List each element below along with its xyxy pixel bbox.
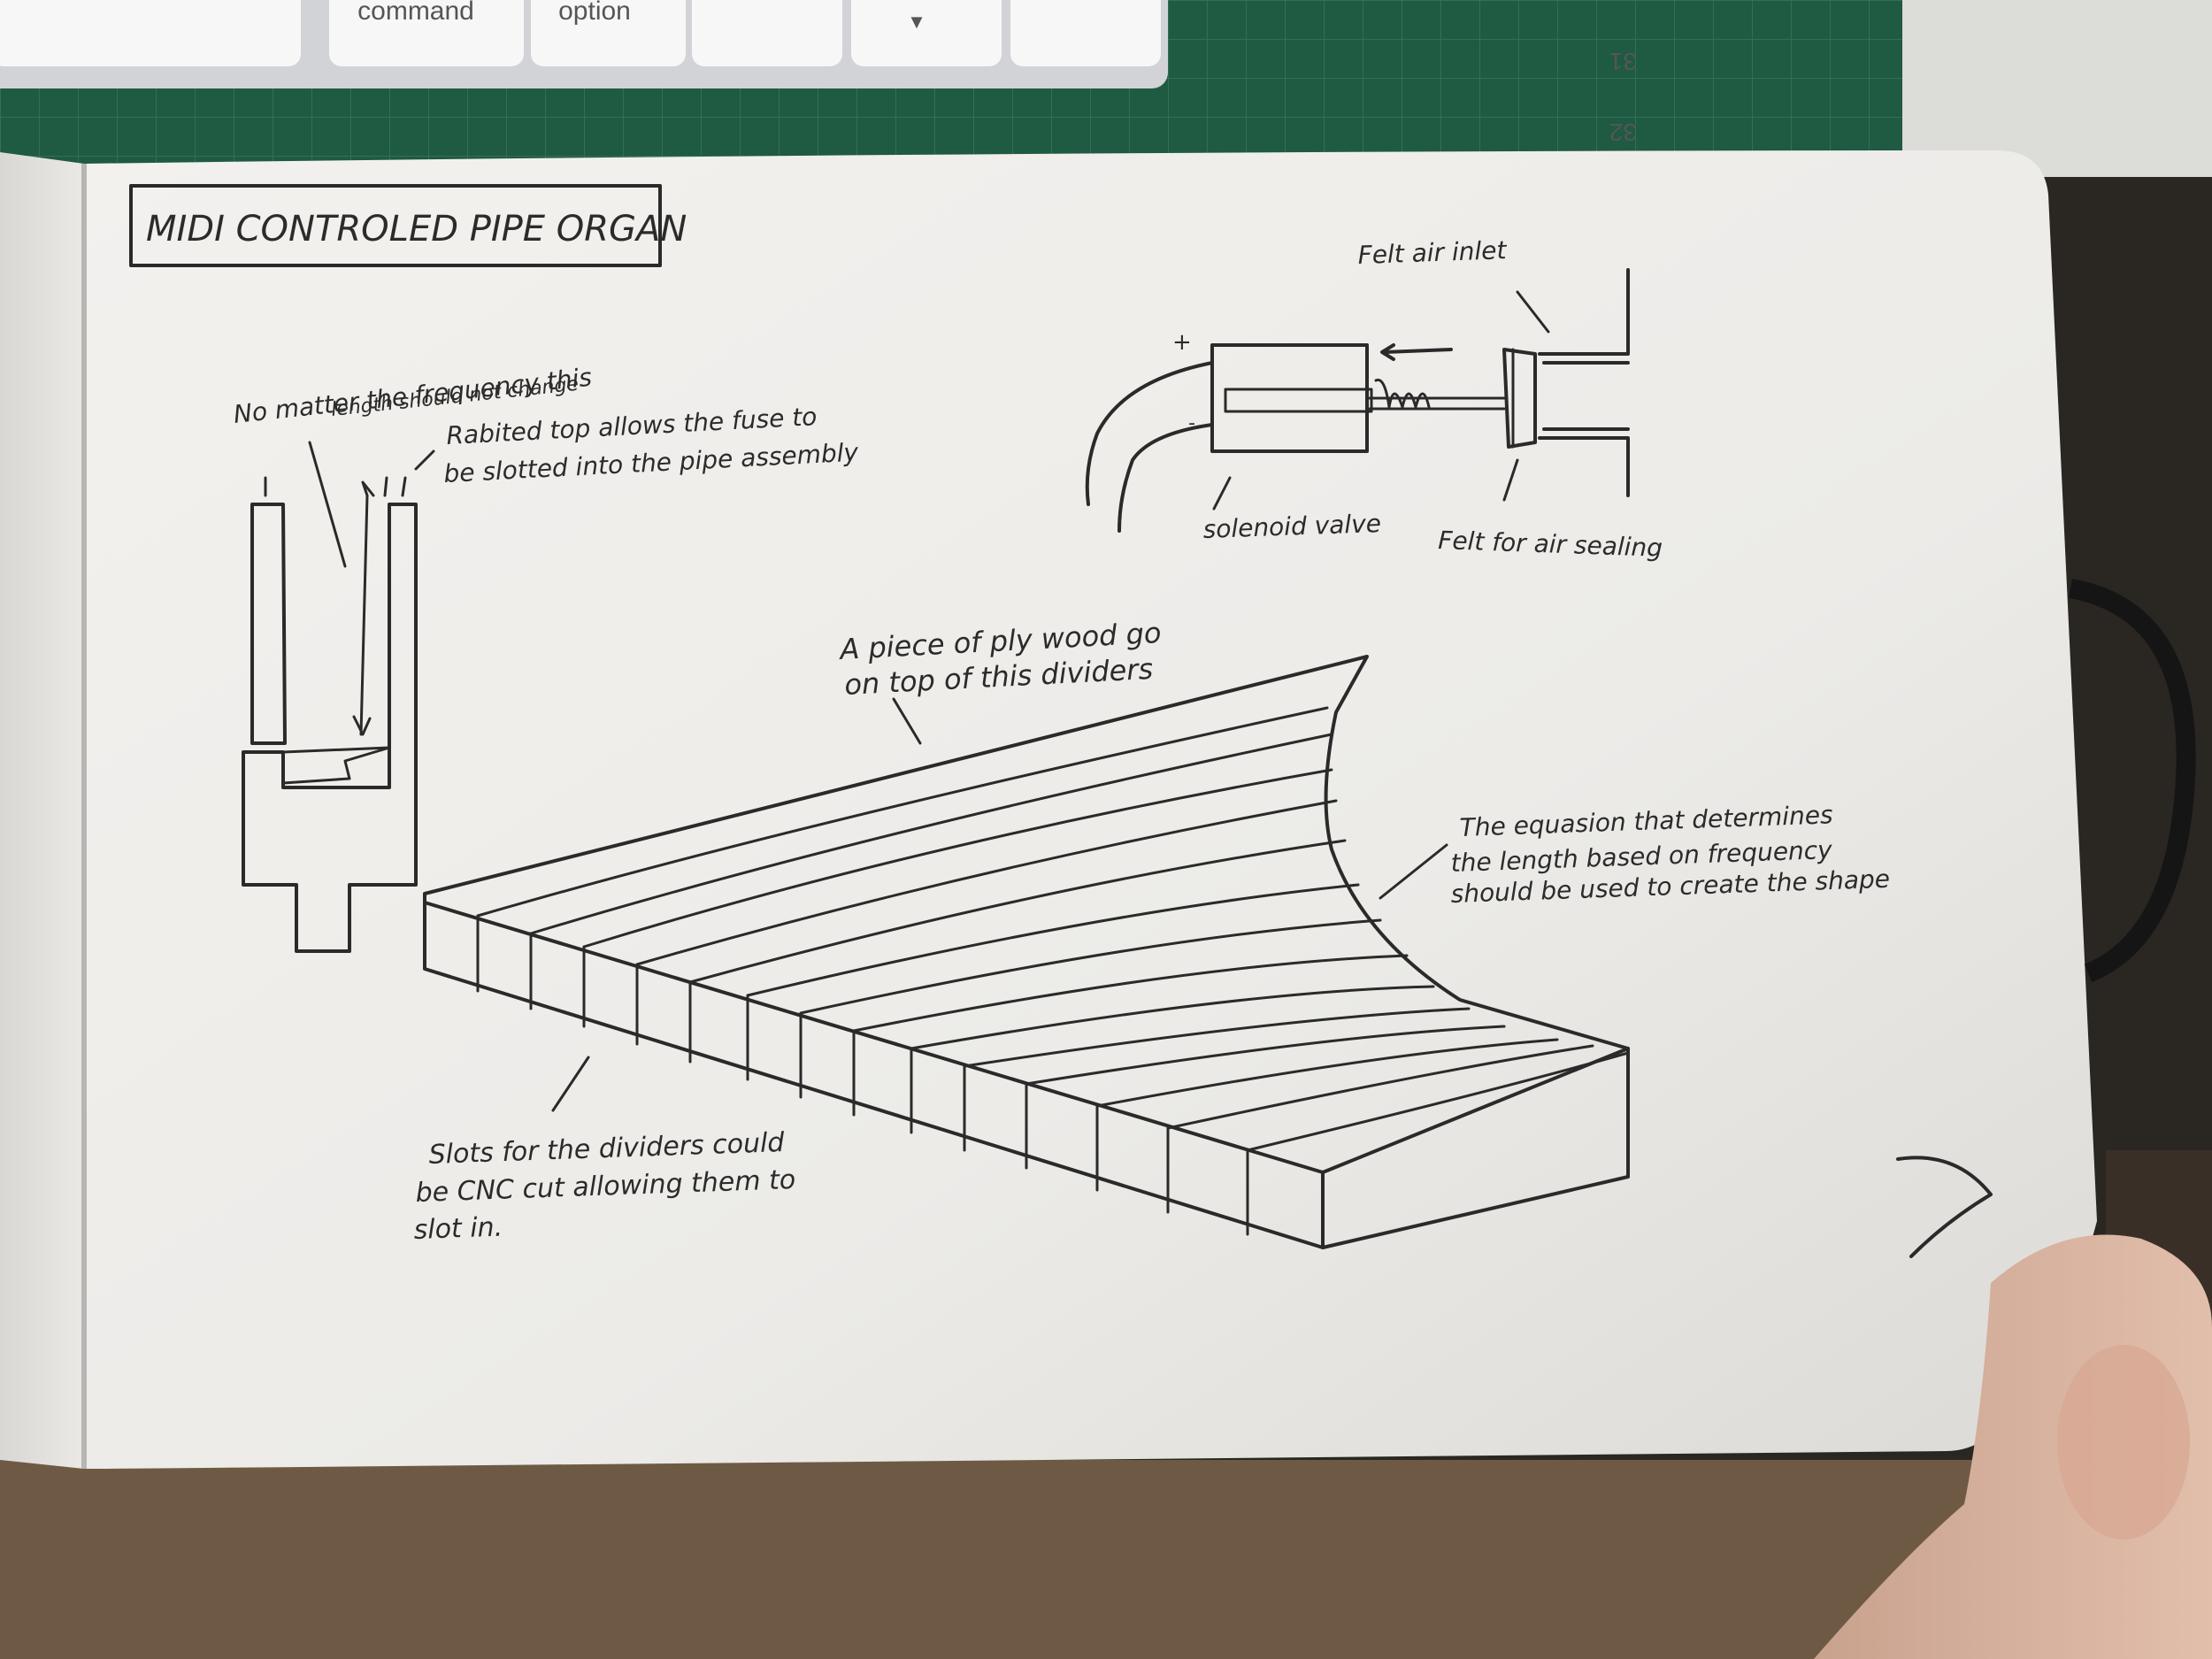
title-box <box>129 184 662 267</box>
blank-key[interactable] <box>692 0 842 66</box>
sketch-title: MIDI CONTROLED PIPE ORGAN <box>146 209 687 250</box>
felt-inlet-label: Felt air inlet <box>1357 235 1508 270</box>
sketch: MIDI CONTROLED PIPE ORGAN No matter the … <box>129 184 1993 1258</box>
right-page <box>84 150 2097 1469</box>
page-turn-arrow-icon <box>1896 1156 1993 1258</box>
divider-lines <box>476 706 1630 1236</box>
svg-text:31: 31 <box>1609 48 1637 75</box>
svg-text:32: 32 <box>1609 119 1637 146</box>
pipe-cross-section <box>242 476 418 953</box>
pipe-block-diagram <box>423 655 1630 1249</box>
pointer-line <box>414 449 435 471</box>
solenoid-valve-diagram: + - <box>1085 268 1630 533</box>
blank-key[interactable] <box>1010 0 1161 66</box>
command-key[interactable] <box>329 0 524 66</box>
pointer-line <box>308 441 347 568</box>
hand <box>1814 1234 2212 1659</box>
keyboard-key[interactable] <box>0 0 301 66</box>
cutting-mat-markings: 31 32 <box>1609 48 1637 146</box>
option-key-label: option <box>558 0 631 26</box>
plus-symbol: + <box>1172 329 1192 356</box>
option-key[interactable] <box>531 0 686 66</box>
slots-note-line3: slot in. <box>413 1212 503 1246</box>
command-key-label: command <box>357 0 474 26</box>
down-arrow-key[interactable] <box>851 0 1002 66</box>
keyboard: command option ▼ <box>0 0 1168 88</box>
desk-surface-right <box>1902 0 2212 177</box>
minus-symbol: - <box>1188 412 1195 434</box>
solenoid-label: solenoid valve <box>1202 509 1381 544</box>
left-page <box>0 152 84 1469</box>
elastic-band <box>2068 579 2196 983</box>
down-arrow-icon: ▼ <box>907 11 926 33</box>
notebook <box>0 150 2196 1469</box>
